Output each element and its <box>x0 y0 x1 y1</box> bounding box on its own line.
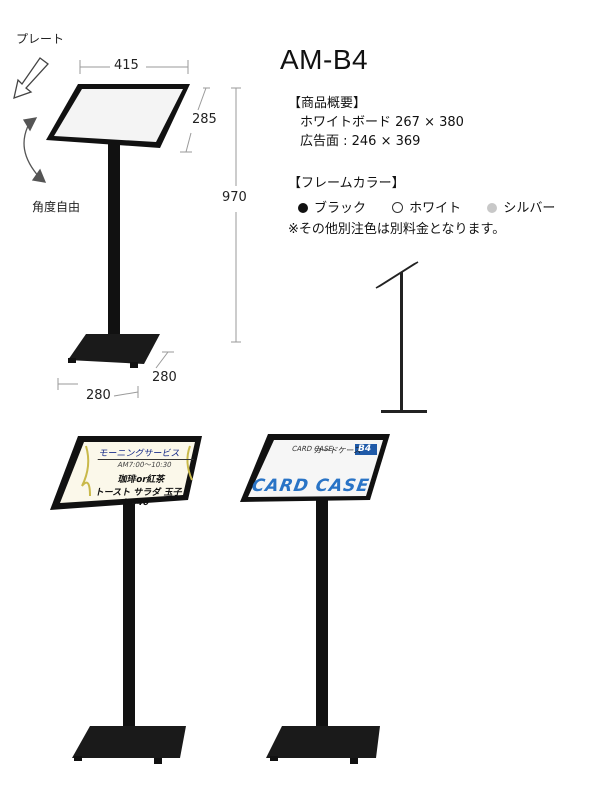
dimension-base-depth: 280 <box>86 388 111 403</box>
menu-line-1: 珈琲or紅茶 <box>116 475 166 485</box>
side-profile-drawing <box>375 261 427 413</box>
frame-color-heading: 【フレームカラー】 <box>288 176 405 191</box>
dimension-total-height: 970 <box>222 190 247 205</box>
model-title: AM-B4 <box>280 44 369 75</box>
black-dot-icon <box>298 203 308 213</box>
plate-label: プレート <box>16 32 65 46</box>
dimension-lines <box>57 60 241 398</box>
dimension-base-width: 280 <box>152 370 177 385</box>
color-name-white: ホワイト <box>409 201 462 216</box>
overview-heading: 【商品概要】 <box>288 96 367 111</box>
color-option-black: ブラック <box>298 201 366 216</box>
menu-price: ¥540 <box>122 498 151 508</box>
overview-section: 【商品概要】 ホワイトボード 267 × 380 広告面 : 246 × 369 <box>288 94 464 151</box>
frame-color-note: ※その他別注色は別料金となります。 <box>288 222 506 237</box>
color-options: ブラック ホワイト シルバー <box>288 199 555 218</box>
frame-color-section: 【フレームカラー】 ブラック ホワイト シルバー ※その他別注色は別料金となりま… <box>288 174 555 239</box>
menu-stand-drawing <box>50 436 202 764</box>
plate-arrow-icon <box>13 57 49 100</box>
overview-line-2: 広告面 : 246 × 369 <box>300 134 421 149</box>
overview-line-1: ホワイトボード 267 × 380 <box>300 115 464 130</box>
white-dot-icon <box>392 202 404 213</box>
main-stand-drawing <box>46 84 190 368</box>
color-option-silver: シルバー <box>487 201 555 216</box>
dimension-width-top: 415 <box>114 58 139 73</box>
dimension-plate-height: 285 <box>192 112 217 127</box>
menu-line-2: トースト サラダ 玉子 <box>94 488 184 498</box>
rotate-arrow-icon <box>22 117 47 183</box>
card-title: カードケース <box>312 446 363 455</box>
angle-label: 角度自由 <box>32 200 81 214</box>
card-stand-drawing <box>240 434 390 764</box>
card-badge: B4 <box>358 444 372 454</box>
menu-plate: モーニングサービス AM7:00〜10:30 珈琲or紅茶 トースト サラダ 玉… <box>87 446 197 508</box>
color-option-white: ホワイト <box>392 201 461 216</box>
color-name-silver: シルバー <box>503 201 556 216</box>
silver-dot-icon <box>487 203 498 213</box>
card-big-text: CARD CASE <box>250 476 372 496</box>
color-name-black: ブラック <box>314 201 367 216</box>
menu-title: モーニングサービス <box>97 446 197 460</box>
menu-time: AM7:00〜10:30 <box>116 461 173 469</box>
